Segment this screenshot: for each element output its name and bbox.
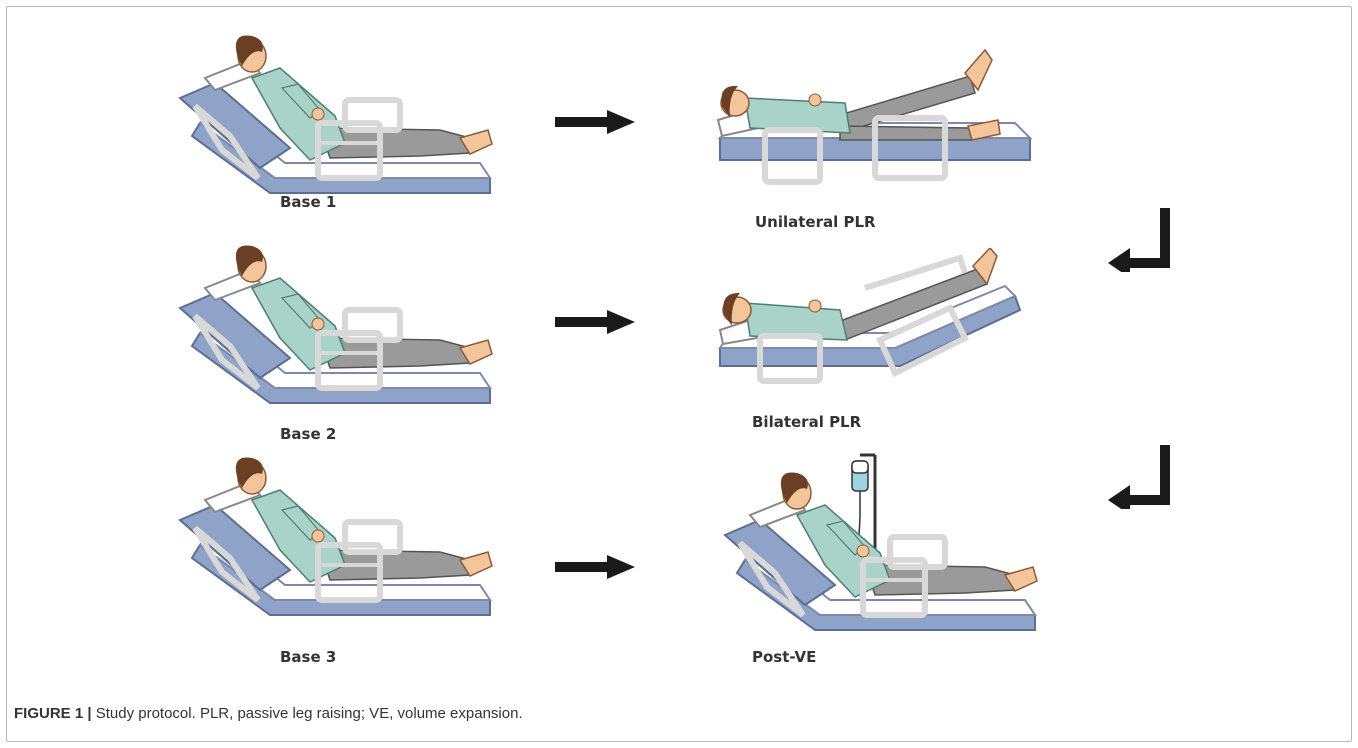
base1-label: Base 1 bbox=[280, 193, 336, 211]
figure-caption: FIGURE 1 | Study protocol. PLR, passive … bbox=[14, 705, 523, 722]
arrow-right-3 bbox=[555, 555, 635, 584]
post-ve-label: Post-VE bbox=[752, 648, 816, 666]
unilateral-plr-illustration bbox=[710, 48, 1050, 198]
base3-label: Base 3 bbox=[280, 648, 336, 666]
arrow-right-2 bbox=[555, 310, 635, 339]
base3-illustration bbox=[170, 450, 500, 620]
base2-illustration bbox=[170, 238, 500, 408]
post-ve-illustration bbox=[715, 445, 1045, 635]
base2-label: Base 2 bbox=[280, 425, 336, 443]
caption-text: Study protocol. PLR, passive leg raising… bbox=[92, 705, 523, 722]
arrow-right-1 bbox=[555, 110, 635, 139]
bilateral-plr-label: Bilateral PLR bbox=[752, 413, 861, 431]
bilateral-plr-illustration bbox=[715, 248, 1035, 388]
unilateral-plr-label: Unilateral PLR bbox=[755, 213, 876, 231]
return-arrow-1 bbox=[1108, 208, 1172, 277]
caption-label: FIGURE 1 | bbox=[14, 705, 92, 722]
base1-illustration bbox=[170, 28, 500, 198]
return-arrow-2 bbox=[1108, 445, 1172, 514]
